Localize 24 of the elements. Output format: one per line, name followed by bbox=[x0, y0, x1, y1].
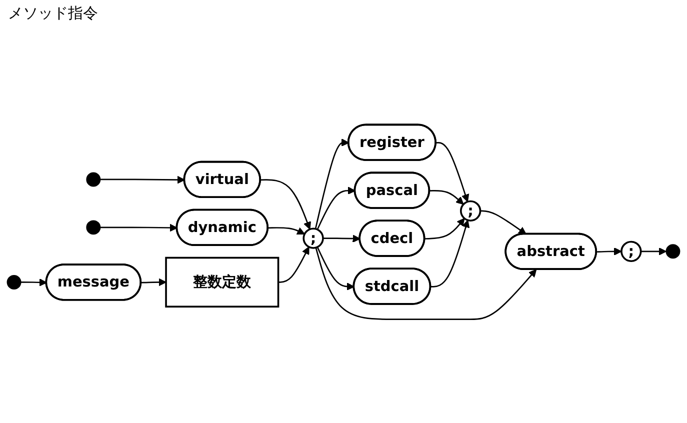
node-circle: ; bbox=[460, 200, 482, 222]
arrow bbox=[480, 210, 526, 235]
arrow bbox=[430, 190, 464, 205]
arrow bbox=[316, 186, 356, 230]
arrow bbox=[278, 246, 310, 283]
node-box: 整数定数 bbox=[165, 256, 280, 308]
arrow bbox=[424, 218, 465, 240]
node-circle: ; bbox=[302, 228, 324, 249]
arrow bbox=[323, 234, 360, 243]
arrow bbox=[430, 220, 470, 288]
arrow bbox=[640, 247, 667, 256]
arrow bbox=[100, 224, 178, 232]
arrow bbox=[314, 138, 350, 230]
arrow bbox=[141, 278, 166, 286]
arrow bbox=[316, 246, 354, 291]
arrow bbox=[20, 278, 47, 286]
arrow bbox=[260, 179, 312, 230]
arrow bbox=[315, 247, 537, 320]
arrow bbox=[268, 227, 305, 235]
node-circle: ; bbox=[620, 240, 642, 262]
arrow bbox=[596, 247, 622, 256]
arrow bbox=[100, 176, 185, 184]
arrow bbox=[436, 142, 470, 202]
diagram-title: メソッド指令 bbox=[8, 4, 99, 23]
